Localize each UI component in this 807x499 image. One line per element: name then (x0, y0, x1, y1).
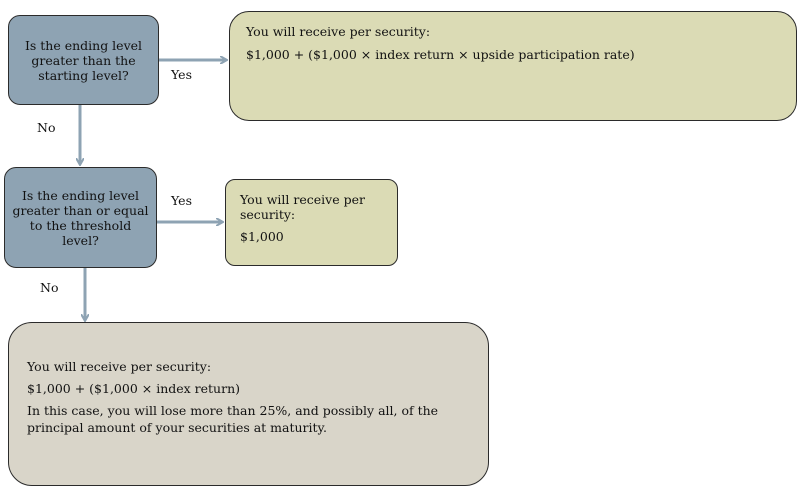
question-box-2: Is the ending level greater than or equa… (4, 167, 157, 268)
question-1-text: Is the ending level greater than the sta… (24, 37, 143, 83)
result-box-1: You will receive per security: $1,000 + … (229, 11, 797, 121)
result-3-heading: You will receive per security: (27, 359, 212, 374)
yes-label-1: Yes (171, 67, 192, 82)
result-3-formula: $1,000 + ($1,000 × index return) (27, 381, 241, 396)
result-2-heading: You will receive per security: (240, 192, 365, 222)
result-2-value: $1,000 (240, 229, 284, 244)
result-3-note: In this case, you will lose more than 25… (27, 403, 439, 435)
result-1-formula: $1,000 + ($1,000 × index return × upside… (246, 47, 635, 62)
no-label-2: No (40, 280, 59, 295)
question-2-text: Is the ending level greater than or equa… (12, 187, 149, 248)
result-1-heading: You will receive per security: (246, 24, 431, 39)
result-box-2: You will receive per security: $1,000 (225, 179, 398, 266)
no-label-1: No (37, 120, 56, 135)
question-box-1: Is the ending level greater than the sta… (8, 15, 159, 105)
yes-label-2: Yes (171, 193, 192, 208)
result-box-3: You will receive per security: $1,000 + … (8, 322, 489, 486)
